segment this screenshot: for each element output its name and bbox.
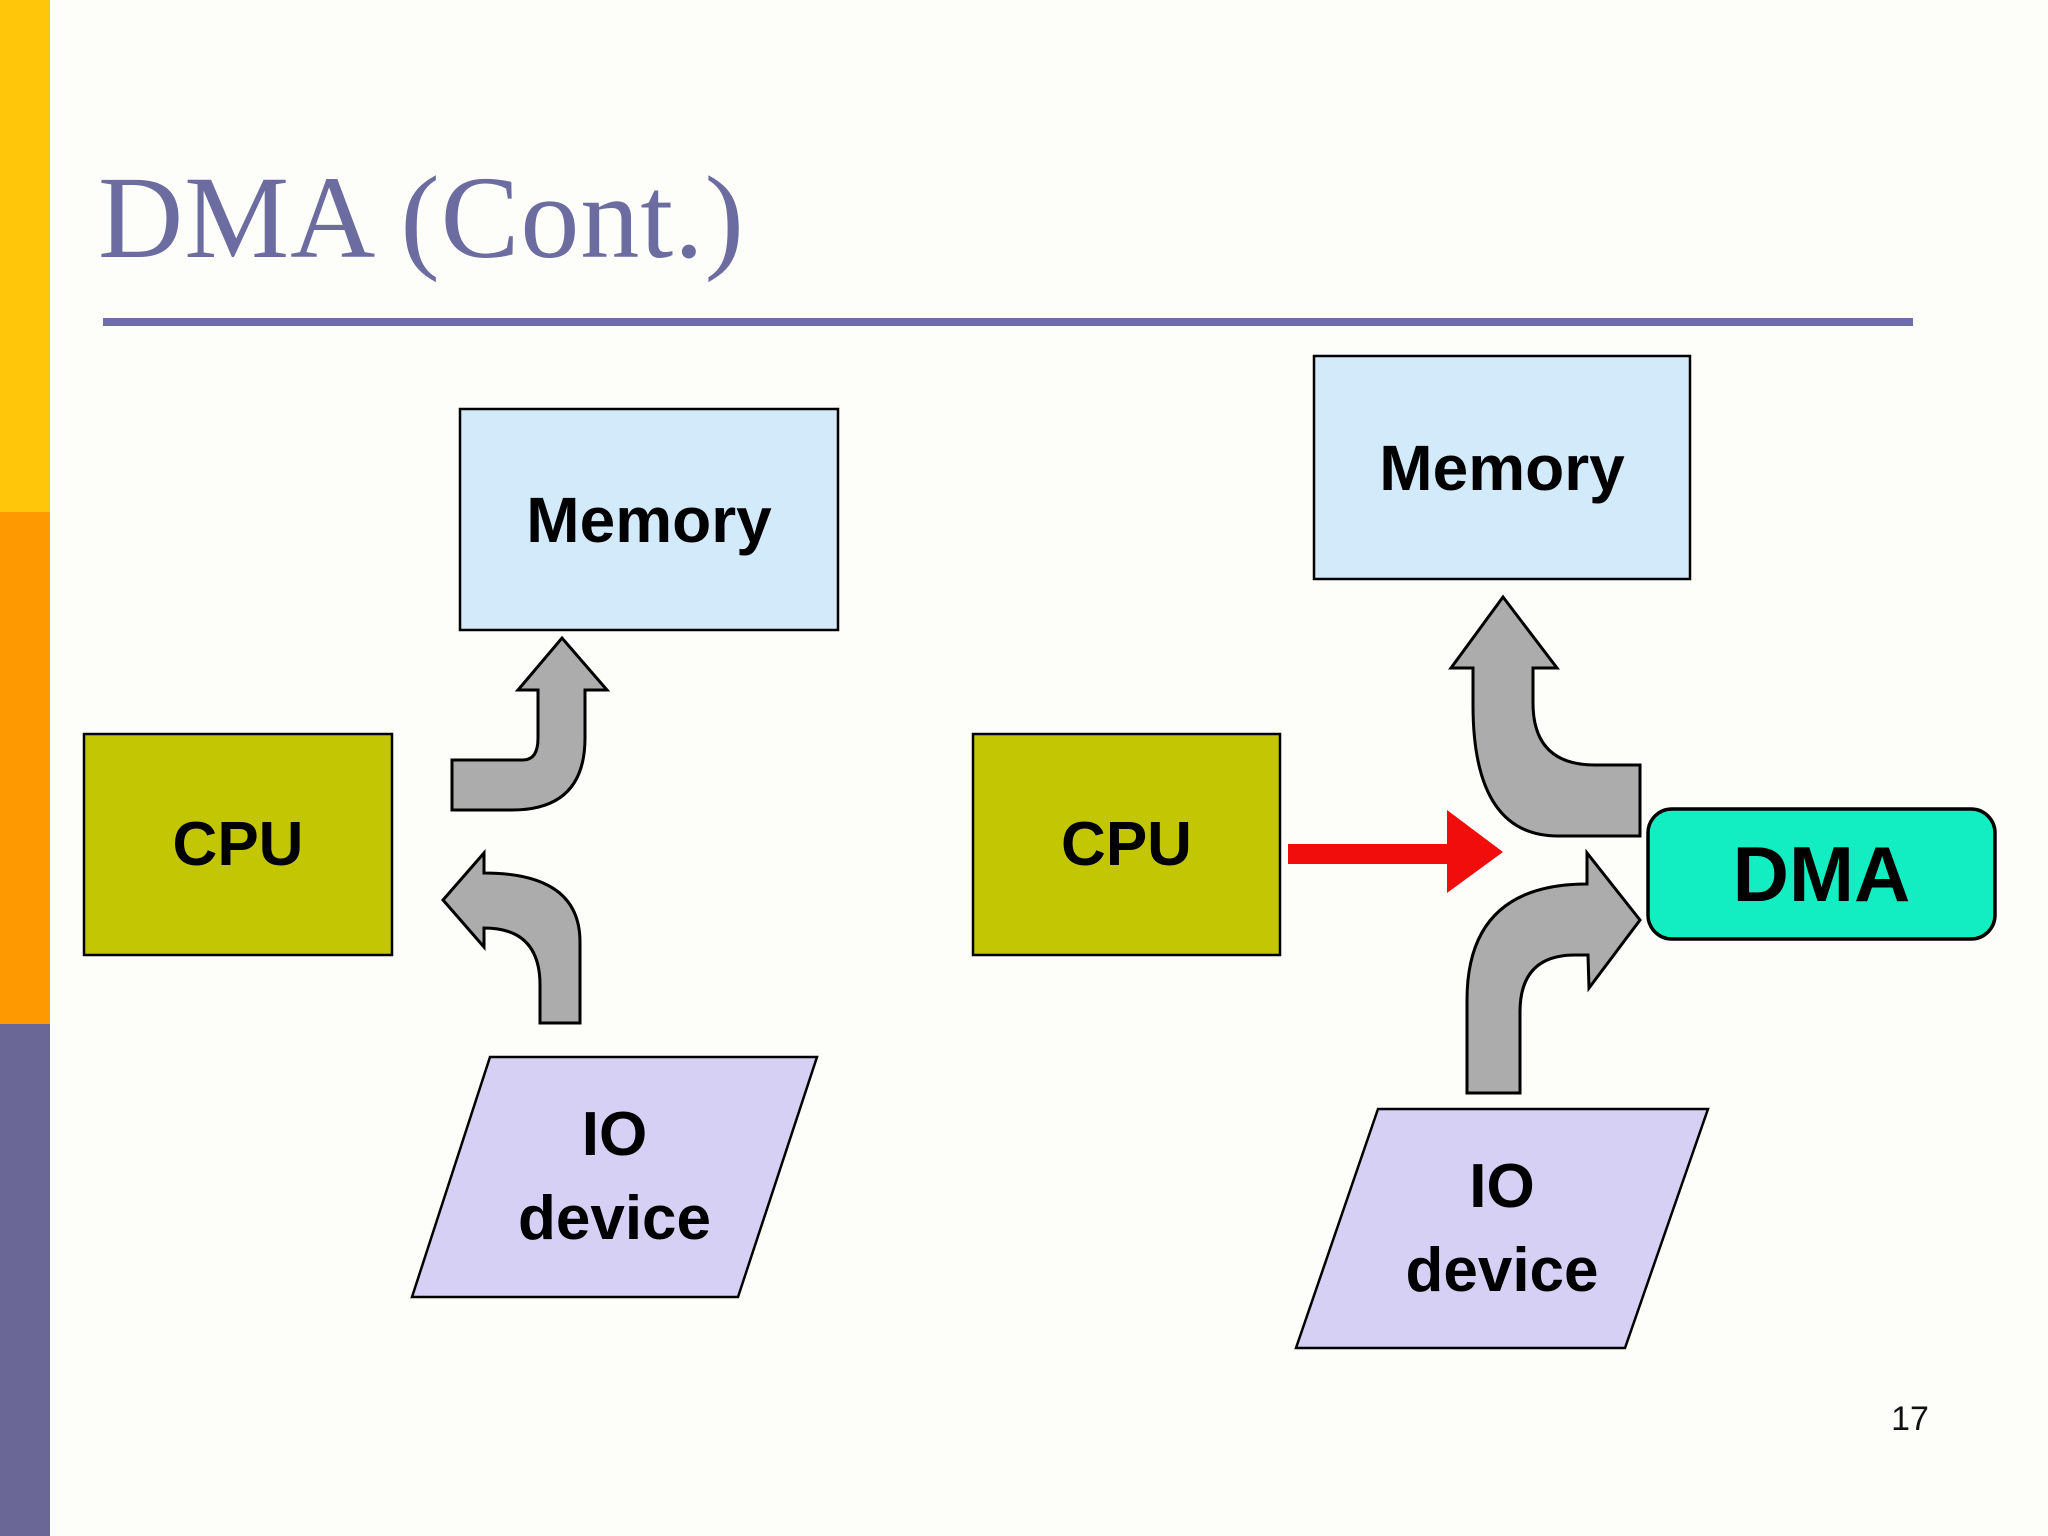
cpu-box-left <box>82 732 394 957</box>
title-underline <box>103 318 1913 326</box>
memory-box-right <box>1312 354 1692 581</box>
accent-bar-bottom-segment <box>0 1024 50 1536</box>
accent-bar-middle-segment <box>0 512 50 1024</box>
dma-box <box>1646 807 1997 941</box>
cpu-box-right <box>971 732 1282 957</box>
page-number: 17 <box>1891 1400 1929 1438</box>
accent-bar <box>0 0 50 1536</box>
arrow-cpu-to-memory-left <box>450 635 611 812</box>
arrow-cpu-to-dma-red <box>1288 810 1503 893</box>
memory-box-left <box>458 407 840 632</box>
io-device-parallelogram-right <box>1294 1107 1710 1350</box>
io-device-parallelogram-left <box>410 1055 819 1299</box>
arrow-io-to-cpu-left <box>441 848 582 1025</box>
page-title: DMA (Cont.) <box>98 152 745 283</box>
arrow-dma-to-memory-right <box>1448 594 1642 838</box>
accent-bar-top-segment <box>0 0 50 512</box>
arrow-io-to-dma-right <box>1465 848 1642 1095</box>
